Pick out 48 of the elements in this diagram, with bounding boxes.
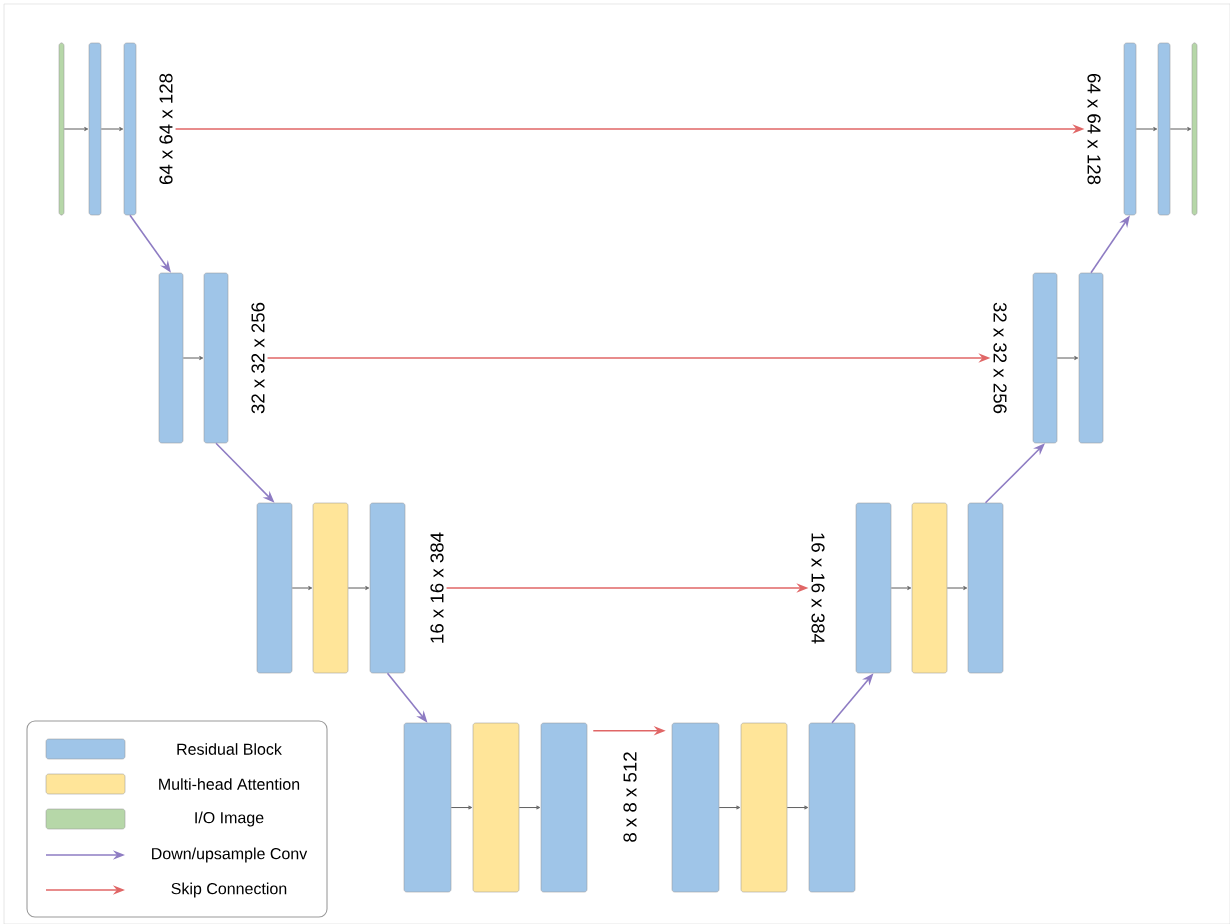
attention-block — [472, 722, 520, 893]
arrow — [63, 127, 89, 131]
dimension-label: 8 x 8 x 512 — [623, 752, 637, 842]
image-bar — [1191, 42, 1198, 216]
residual-block — [88, 42, 102, 216]
arrow — [182, 356, 204, 360]
legend-label: Down/upsample Conv — [152, 847, 308, 863]
arrow — [1056, 356, 1079, 360]
arrow — [291, 586, 313, 591]
dimension-label: 32 x 32 x 256 — [993, 302, 1007, 414]
attention-block — [740, 722, 788, 893]
residual-block — [1032, 272, 1058, 444]
arrow — [890, 586, 912, 591]
residual-block — [403, 722, 452, 893]
image-bar — [58, 42, 65, 216]
attention-block — [911, 502, 948, 674]
legend-label: Skip Connection — [171, 882, 287, 898]
arrow — [1169, 127, 1192, 131]
dimension-label: 64 x 64 x 128 — [1087, 73, 1101, 185]
arrow — [1135, 127, 1158, 131]
arrow — [100, 127, 124, 131]
arrow — [946, 586, 968, 591]
residual-block — [203, 272, 229, 444]
dimension-label: 16 x 16 x 384 — [811, 533, 825, 644]
attention-block — [312, 502, 349, 674]
arrow — [450, 805, 473, 810]
residual-block — [158, 272, 184, 444]
residual-block — [540, 722, 588, 893]
residual-block — [1157, 42, 1171, 216]
residual-block — [123, 42, 137, 216]
residual-block — [1078, 272, 1104, 444]
dimension-label: 32 x 32 x 256 — [251, 302, 265, 414]
arrow — [347, 586, 370, 591]
arrow — [518, 805, 541, 810]
dimension-label: 16 x 16 x 384 — [430, 532, 444, 643]
residual-block — [256, 502, 293, 674]
legend-label: I/O Image — [195, 811, 264, 827]
dimension-label: 64 x 64 x 128 — [159, 73, 173, 185]
legend-label: Residual Block — [177, 743, 282, 755]
residual-block — [369, 502, 406, 674]
residual-block — [1123, 42, 1137, 216]
arrow — [786, 805, 809, 810]
arrow — [718, 805, 741, 810]
legend-label: Multi-head Attention — [159, 778, 300, 790]
residual-block — [967, 502, 1004, 674]
residual-block — [671, 722, 720, 893]
residual-block — [808, 722, 856, 893]
residual-block — [855, 502, 892, 674]
